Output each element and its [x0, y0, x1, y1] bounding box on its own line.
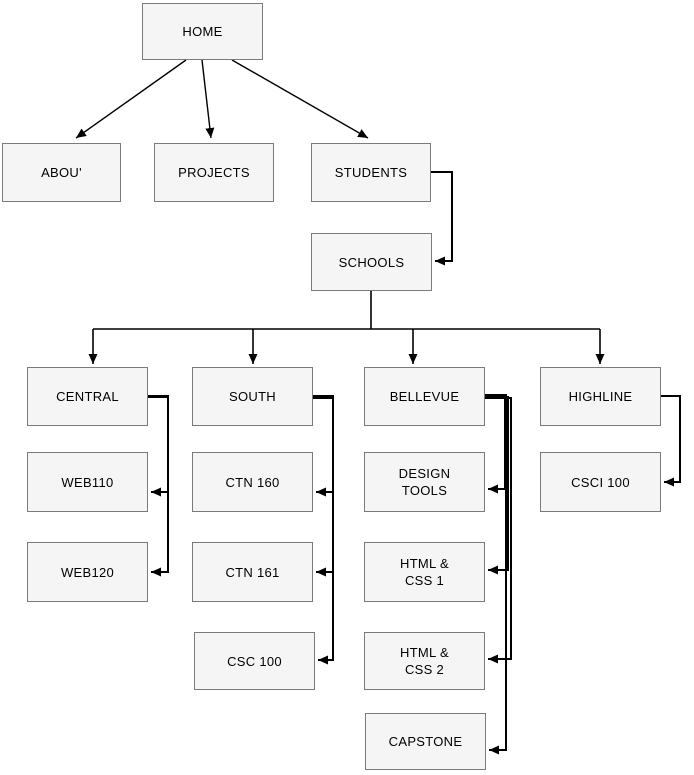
node-ctn161[interactable]: CTN 161: [192, 542, 313, 602]
node-projects[interactable]: PROJECTS: [154, 143, 274, 202]
edge-highline-csci100: [661, 395, 681, 487]
node-central[interactable]: CENTRAL: [27, 367, 148, 426]
node-home[interactable]: HOME: [142, 3, 263, 60]
edge-bellevue-html-css-1: [485, 396, 509, 575]
edge-home-projects: [201, 59, 215, 139]
edge-students-schools: [431, 171, 453, 266]
node-about[interactable]: ABOU': [2, 143, 121, 202]
edge-home-about: [75, 59, 187, 139]
edge-central-web120: [148, 396, 169, 577]
node-capstone[interactable]: CAPSTONE: [365, 713, 486, 770]
node-html-css-1[interactable]: HTML & CSS 1: [364, 542, 485, 602]
edge-central-web110: [148, 395, 169, 497]
node-html-css-2[interactable]: HTML & CSS 2: [364, 632, 485, 690]
node-schools[interactable]: SCHOOLS: [311, 233, 432, 291]
edge-south-ctn160: [313, 395, 334, 497]
edge-bellevue-html-css-2: [485, 397, 512, 664]
edge-south-ctn161: [313, 396, 334, 577]
node-csci100[interactable]: CSCI 100: [540, 452, 661, 512]
node-students[interactable]: STUDENTS: [311, 143, 431, 202]
node-design-tools[interactable]: DESIGN TOOLS: [364, 452, 485, 512]
node-highline[interactable]: HIGHLINE: [540, 367, 661, 426]
node-csc100[interactable]: CSC 100: [194, 632, 315, 690]
edge-south-csc100: [313, 397, 334, 665]
edge-bellevue-design-tools: [485, 395, 506, 494]
node-bellevue[interactable]: BELLEVUE: [364, 367, 485, 426]
node-ctn160[interactable]: CTN 160: [192, 452, 313, 512]
edge-bellevue-capstone: [485, 394, 507, 755]
node-web110[interactable]: WEB110: [27, 452, 148, 512]
node-web120[interactable]: WEB120: [27, 542, 148, 602]
edge-home-students: [231, 59, 369, 139]
node-south[interactable]: SOUTH: [192, 367, 313, 426]
